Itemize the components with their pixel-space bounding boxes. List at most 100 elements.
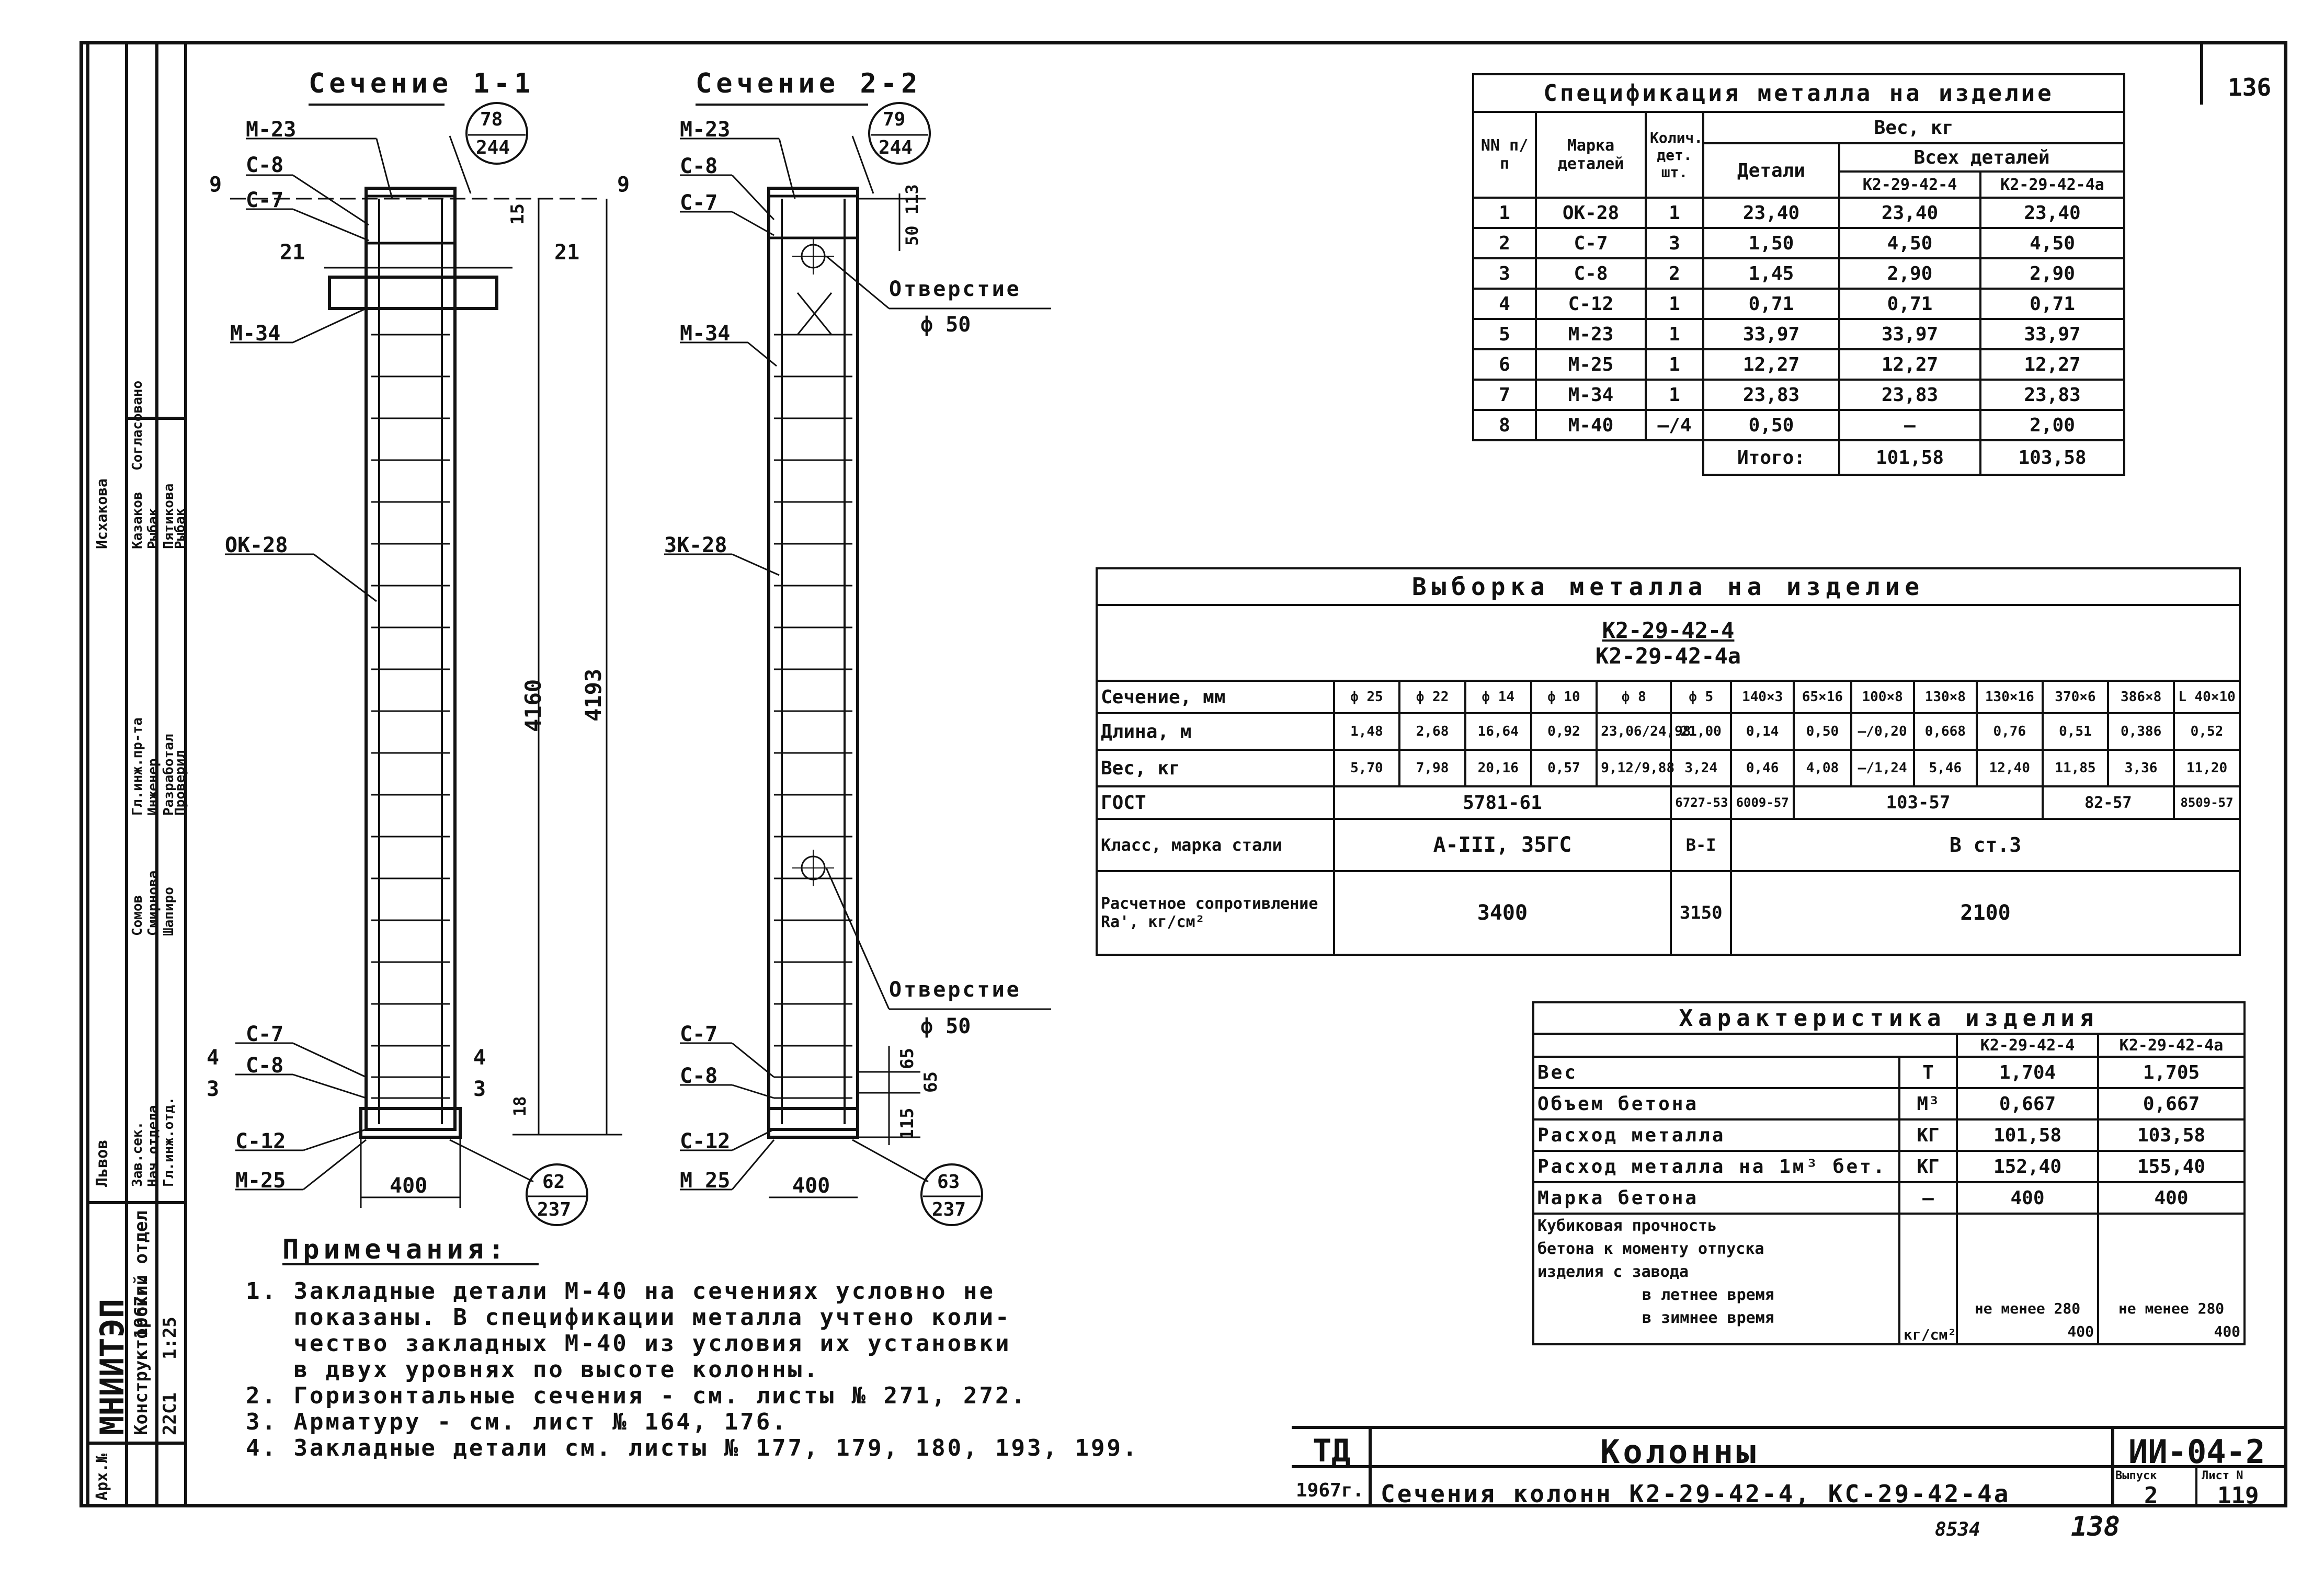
side-role-0: Гл.инж.пр-та (130, 717, 145, 816)
note-line: 4. Закладные детали см. листы № 177, 179… (246, 1435, 1139, 1461)
spec-cell-det: 12,27 (1702, 348, 1840, 381)
spec-cell-det: 33,97 (1702, 318, 1840, 350)
char-cube-unit: кг/см² (1898, 1213, 1958, 1345)
sample-length-cell: 0,52 (2172, 712, 2241, 751)
handwritten-8534: 8534 (1935, 1519, 1980, 1540)
side-role-1: Инженер (145, 758, 161, 816)
note-line: чество закладных М-40 из условия их уста… (246, 1330, 1011, 1357)
side-role2-2: Гл.инж.отд. (161, 1096, 177, 1187)
class-a: А-III, 35ГС (1332, 818, 1672, 872)
gost-d: 103-57 (1793, 785, 2044, 820)
sheet-frame (79, 41, 2287, 1507)
spec-h-v2: К2-29-42-4а (1979, 170, 2126, 199)
cube-line-4: в летнее время (1642, 1286, 1774, 1304)
hole-dia-bottom: ф 50 (920, 1014, 971, 1038)
label-m34: М-34 (230, 322, 281, 346)
spec-h-all: Всех деталей (1838, 142, 2126, 173)
sample-weight-cell: 20,16 (1464, 749, 1532, 787)
label2-c8-bottom: С-8 (680, 1064, 718, 1088)
mark-21-right: 21 (554, 241, 580, 265)
spec-cell-v2: 33,97 (1979, 318, 2126, 350)
side-doc: Арх.№ (93, 1453, 111, 1501)
gost-a: 5781-61 (1332, 785, 1672, 820)
sample-col-head: ф 10 (1530, 680, 1598, 714)
sample-length-cell: 0,50 (1793, 712, 1852, 751)
circle-top-den: 244 (476, 137, 510, 158)
gost-f: 8509-57 (2172, 785, 2241, 820)
spec-cell-qty: 1 (1645, 288, 1704, 320)
spec-cell-det: 23,83 (1702, 379, 1840, 411)
cube-v2-summer: не менее 280 (2118, 1300, 2225, 1317)
note-line: показаны. В спецификации металла учтено … (246, 1304, 1011, 1331)
sample-row-weight: Вес, кг (1096, 749, 1335, 787)
circle2-bottom-den: 237 (932, 1199, 966, 1220)
spec-cell-qty: 2 (1645, 257, 1704, 290)
spec-cell-n: 4 (1472, 288, 1537, 320)
label2-c8: С-8 (680, 154, 718, 178)
spec-cell-v2: 4,50 (1979, 227, 2126, 259)
circle2-top-num: 79 (883, 109, 906, 130)
side-role-3: Проверил (173, 750, 188, 816)
side-person2-0: Сомов (130, 895, 145, 936)
tb-list: 119 (2217, 1482, 2259, 1509)
spec-cell-qty: 1 (1645, 197, 1704, 229)
spec-cell-v2: 12,27 (1979, 348, 2126, 381)
label2-c12: С-12 (680, 1129, 731, 1153)
note-line: 1. Закладные детали М-40 на сечениях усл… (246, 1278, 996, 1305)
char-cell-label: Объем бетона (1532, 1087, 1900, 1121)
spec-h-v1: К2-29-42-4 (1838, 170, 1981, 199)
dim-400: 400 (390, 1174, 428, 1198)
spec-h-mark: Марка деталей (1535, 111, 1647, 199)
tb-code: ИИ-04-2 (2128, 1433, 2265, 1471)
mark-9-right: 9 (617, 173, 630, 197)
sample-row-length: Длина, м (1096, 712, 1335, 751)
spec-cell-qty: 1 (1645, 379, 1704, 411)
sample-table: Выборка металла на изделие К2-29-42-4 К2… (1096, 567, 2241, 956)
sample-weight-cell: 3,24 (1670, 749, 1733, 787)
char-h-v2: К2-29-42-4а (2097, 1033, 2246, 1058)
sample-length-cell: 0,668 (1912, 712, 1978, 751)
sample-col-head: 130×16 (1975, 680, 2044, 714)
resist-c: 2100 (1730, 870, 2241, 956)
notes-list: 1. Закладные детали М-40 на сечениях усл… (246, 1278, 1138, 1461)
char-cube-v1: не менее 280 400 (1956, 1213, 2099, 1345)
sample-row-gost: ГОСТ (1096, 785, 1335, 820)
sample-variant-bottom: К2-29-42-4а (1595, 643, 1741, 669)
hole-label-top: Отверстие (889, 277, 1021, 301)
circle-top-num: 78 (480, 109, 503, 130)
spec-cell-mark: М-40 (1535, 409, 1647, 441)
spec-title: Спецификация металла на изделие (1472, 73, 2126, 113)
sample-weight-cell: 3,36 (2107, 749, 2175, 787)
dim2-50: 50 (902, 225, 922, 246)
side-role2-1: Нач.отдела (145, 1105, 161, 1187)
label-c8-bottom: С-8 (246, 1054, 284, 1078)
label-m25: М-25 (235, 1169, 286, 1193)
dim2-400: 400 (792, 1174, 830, 1198)
cube-line-5: в зимнее время (1642, 1309, 1774, 1327)
handwritten-138: 138 (2071, 1511, 2120, 1542)
spec-cell-mark: ОК-28 (1535, 197, 1647, 229)
side-lvov: Львов (93, 1139, 111, 1187)
tb-td: ТД (1313, 1433, 1351, 1469)
spec-cell-v1: 12,27 (1838, 348, 1981, 381)
char-cell-v1: 400 (1956, 1181, 2099, 1215)
label2-m23: М-23 (680, 118, 731, 142)
sample-col-head: ф 8 (1596, 680, 1672, 714)
side-code2: 1967г. (131, 1274, 152, 1339)
sample-length-cell: 21,00 (1670, 712, 1733, 751)
class-c: В ст.3 (1730, 818, 2241, 872)
side-name-1: Казаков (130, 491, 145, 549)
sample-weight-cell: 0,46 (1730, 749, 1795, 787)
label2-m34: М-34 (680, 322, 731, 346)
circle2-bottom-num: 63 (937, 1171, 960, 1193)
sample-weight-cell: 11,20 (2172, 749, 2241, 787)
spec-cell-v1: 0,71 (1838, 288, 1981, 320)
spec-h-weight: Вес, кг (1702, 111, 2126, 144)
spec-cell-n: 7 (1472, 379, 1537, 411)
